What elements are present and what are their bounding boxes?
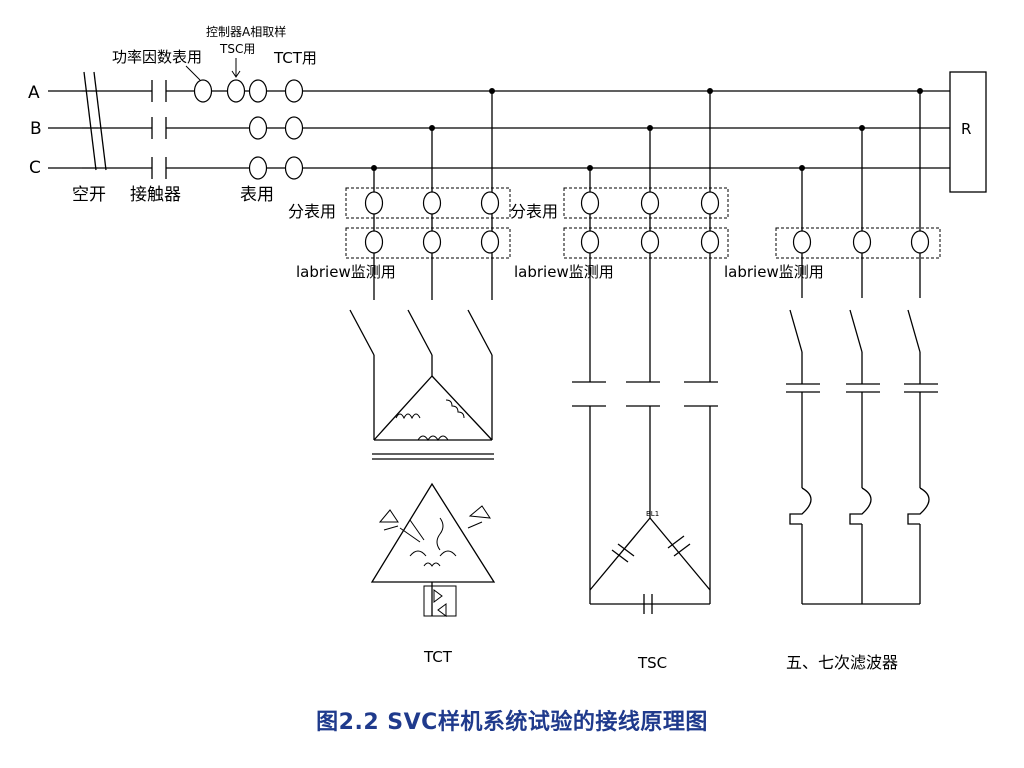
contactor-label: 接触器 <box>130 185 181 205</box>
tct-ct-label: TCT用 <box>273 49 317 67</box>
branch-taps <box>371 88 923 171</box>
labview-label-3: labriew监测用 <box>724 263 824 281</box>
phase-c-label: C <box>29 158 41 178</box>
meter-ct-label: 表用 <box>240 185 274 205</box>
sub-meter-label-2: 分表用 <box>510 202 558 221</box>
load-label: R <box>961 120 971 138</box>
load-resistor <box>949 71 987 193</box>
tsc-ctrl-label-2: TSC用 <box>219 42 255 56</box>
tsc-branch <box>563 91 729 614</box>
phase-b-label: B <box>30 119 42 139</box>
labview-label-1: labriew监测用 <box>296 263 396 281</box>
contactor <box>151 80 167 179</box>
wiring-diagram: A B C 空开 接触器 功率因数表用 控制器A相取样 TSC用 TCT用 <box>28 24 987 672</box>
air-breaker <box>82 71 107 171</box>
tsc-small-label: BL1 <box>646 510 659 518</box>
pf-meter-pointer <box>185 65 201 81</box>
filter-label: 五、七次滤波器 <box>786 653 898 672</box>
tsc-ctrl-arrowhead <box>231 70 241 78</box>
tsc-label: TSC <box>637 654 667 672</box>
bus-current-transformers <box>193 79 304 180</box>
pf-meter-label: 功率因数表用 <box>112 48 202 66</box>
sub-meter-label-1: 分表用 <box>288 202 336 221</box>
breaker-label: 空开 <box>72 185 106 205</box>
busbars <box>48 90 950 169</box>
tct-label: TCT <box>423 648 453 666</box>
filter-branch <box>775 91 941 605</box>
tct-branch <box>345 91 511 617</box>
figure-caption: 图2.2 SVC样机系统试验的接线原理图 <box>316 710 708 735</box>
labview-label-2: labriew监测用 <box>514 263 614 281</box>
tsc-ctrl-label-1: 控制器A相取样 <box>206 24 286 39</box>
phase-a-label: A <box>28 83 40 103</box>
